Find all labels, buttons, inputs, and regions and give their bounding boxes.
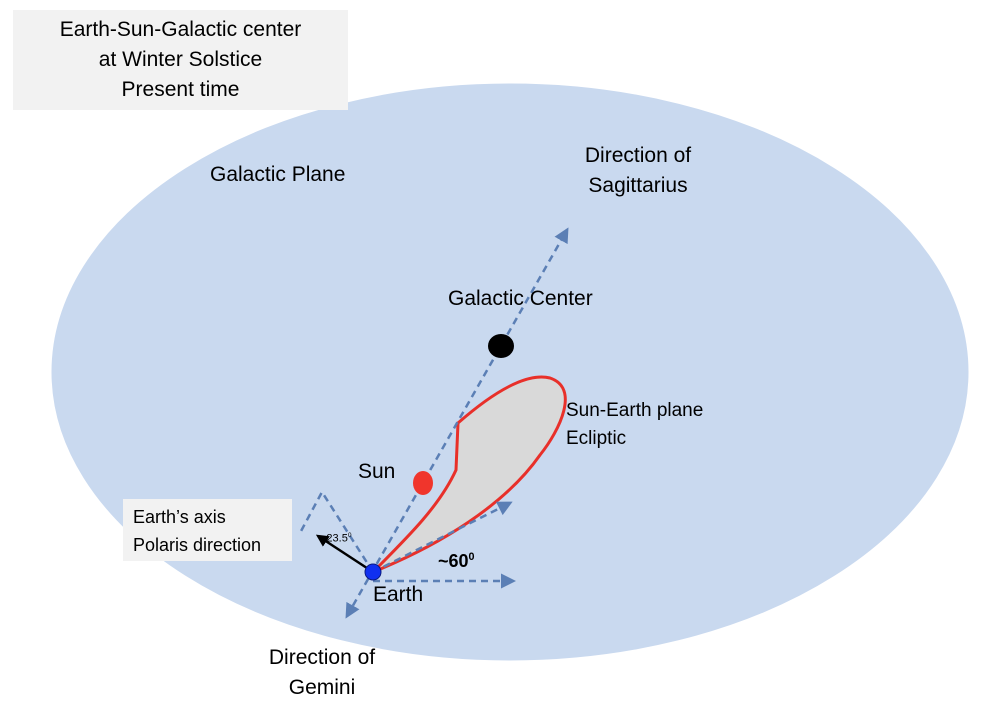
ecliptic-angle-degree: 0 xyxy=(468,551,475,563)
galactic-center-dot xyxy=(488,334,514,358)
gemini-label: Direction of Gemini xyxy=(256,643,388,703)
earth-axis-label-line-1: Earth’s axis xyxy=(133,507,226,527)
ecliptic-label-line-1: Sun-Earth plane xyxy=(566,400,704,421)
galactic-plane-ellipse xyxy=(48,80,972,664)
title-line-1: Earth-Sun-Galactic center xyxy=(59,18,302,41)
ecliptic-direction-arrow xyxy=(372,501,513,574)
tilt-angle-value: ~23.5 xyxy=(320,532,348,545)
galactic-plane-label: Galactic Plane xyxy=(210,163,346,186)
sagittarius-direction-arrow xyxy=(345,227,569,619)
earth-label: Earth xyxy=(373,583,424,606)
earth-axis-arrow xyxy=(315,534,374,574)
sagittarius-label-line-2: Sagittarius xyxy=(588,174,688,197)
galactic-center-label: Galactic Center xyxy=(448,287,593,310)
earth-axis-label-line-2: Polaris direction xyxy=(133,535,262,555)
ecliptic-angle-value: ~60 xyxy=(438,551,469,571)
tilt-triangle xyxy=(298,489,375,573)
sagittarius-label-line-1: Direction of xyxy=(584,144,692,167)
sagittarius-label: Direction of Sagittarius xyxy=(572,141,704,201)
sun-dot xyxy=(413,471,433,495)
earth-dot xyxy=(364,563,382,581)
sun-label: Sun xyxy=(358,460,396,483)
ecliptic-angle-label: ~600 xyxy=(438,551,475,572)
earth-axis-label-box: Earth’s axis Polaris direction xyxy=(123,499,292,561)
tilt-angle-label: ~23.50 xyxy=(320,532,352,545)
ecliptic-label: Sun-Earth plane Ecliptic xyxy=(566,397,703,453)
title-line-2: at Winter Solstice xyxy=(98,48,263,71)
gemini-label-line-1: Direction of xyxy=(268,646,376,669)
gemini-label-line-2: Gemini xyxy=(288,676,356,699)
title-box: Earth-Sun-Galactic center at Winter Sols… xyxy=(13,10,348,110)
title-line-3: Present time xyxy=(121,78,240,101)
tilt-angle-degree: 0 xyxy=(347,532,352,539)
ecliptic-label-line-2: Ecliptic xyxy=(566,428,627,449)
